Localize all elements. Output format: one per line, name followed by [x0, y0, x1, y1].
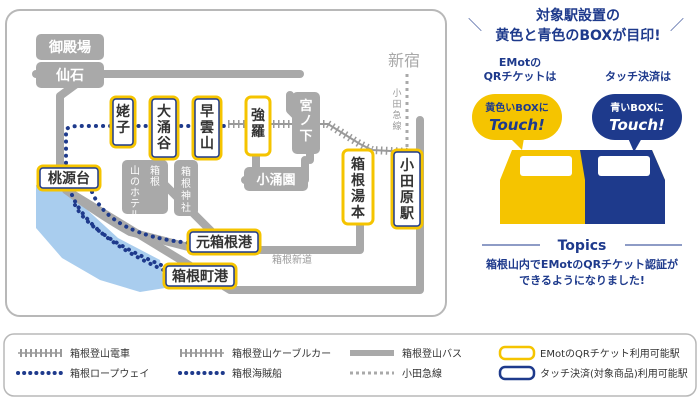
ropeway-route	[64, 124, 230, 172]
yellow-bubble-line2: Touch!	[489, 116, 545, 134]
headline-line2: 黄色と青色のBOXが目印!	[495, 27, 660, 44]
lake-ashi	[36, 185, 165, 292]
legend-label-bus: 箱根登山バス	[402, 347, 462, 360]
train-route	[228, 123, 411, 153]
emot-label-line1: EMotの	[499, 56, 541, 69]
legend-item-odakyu: 小田急線	[350, 367, 442, 380]
owakudani-label: 大涌谷	[157, 103, 172, 152]
hakonemachi-station[interactable]: 箱根町港	[162, 262, 238, 290]
togendai-label: 桃源台	[48, 170, 90, 187]
topics-title: Topics	[558, 238, 607, 254]
legend-label-ropeway: 箱根ロープウェイ	[70, 367, 149, 380]
touch-label: タッチ決済は	[605, 69, 671, 83]
legend-frame	[3, 333, 697, 397]
yellow-bubble-line1: 黄色いBOXに	[485, 101, 548, 114]
owakudani-station[interactable]: 大涌谷	[148, 95, 180, 161]
hakone-jinja-label: 箱根神社	[181, 165, 191, 214]
yellow-bubble: 黄色いBOXに Touch!	[472, 94, 562, 150]
gotemba-label: 御殿場	[48, 39, 91, 56]
gora-label: 強羅	[251, 107, 265, 140]
topics-line1: 箱根山内でEMotのQRチケット認証が	[486, 257, 678, 271]
legend-label-emot-box: EMotのQRチケット利用可能駅	[540, 347, 680, 360]
gotemba-station[interactable]: 御殿場	[36, 34, 104, 60]
odakyu-line-label: 小田急線	[392, 88, 401, 132]
headline-line1: 対象駅設置の	[535, 7, 620, 24]
headline-deco-left: ＼	[468, 18, 482, 34]
hakone-shindo-label: 箱根新道	[272, 253, 312, 266]
ubako-label: 姥子	[116, 103, 130, 136]
motohakone-label: 元箱根港	[196, 234, 253, 251]
legend-label-odakyu: 小田急線	[402, 367, 442, 380]
hakone-jinja-station[interactable]: 箱根神社	[174, 160, 198, 216]
ubako-station[interactable]: 姥子	[109, 95, 137, 149]
qr-box-illustration	[500, 150, 665, 224]
odawara-station[interactable]: 小田原駅	[390, 148, 424, 230]
shinjuku-label: 新宿	[388, 51, 420, 70]
blue-bubble-line1: 青いBOXに	[610, 101, 663, 114]
sounzan-label: 早雲山	[200, 104, 214, 152]
ship-routes	[70, 190, 192, 274]
legend-item-ship: 箱根海賊船	[178, 367, 282, 380]
blue-bubble-line2: Touch!	[609, 116, 665, 134]
legend-label-ship: 箱根海賊船	[232, 367, 282, 380]
kowakien-label: 小涌園	[256, 172, 295, 188]
togendai-station[interactable]: 桃源台	[36, 164, 102, 192]
headline-deco-right: ／	[670, 18, 684, 34]
legend-item-cable: 箱根登山ケーブルカー	[180, 347, 331, 360]
legend-label-train: 箱根登山電車	[70, 347, 130, 360]
legend-symbol-touch-box	[498, 365, 536, 381]
legend-label-touch-box: タッチ決済(対象商品)利用可能駅	[540, 367, 688, 380]
odawara-label: 小田原駅	[400, 158, 415, 222]
miyanoshita-station[interactable]: 宮ノ下	[292, 92, 320, 154]
legend-item-emot-box: EMotのQRチケット利用可能駅	[498, 345, 680, 361]
emot-label-line2: QRチケットは	[484, 70, 557, 83]
legend-symbol-emot-box	[498, 345, 536, 361]
hakonemachi-label: 箱根町港	[172, 268, 229, 285]
sengoku-station[interactable]: 仙石	[36, 62, 104, 88]
legend-symbol-cable	[180, 349, 224, 357]
yamanohotel-label-col2: 山のホテル	[130, 165, 140, 221]
yamanohotel-station[interactable]: 箱根 山のホテル	[122, 160, 168, 221]
info-panel: ＼ ／ 対象駅設置の 黄色と青色のBOXが目印! EMotの QRチケットは タ…	[468, 7, 684, 287]
motohakone-station[interactable]: 元箱根港	[186, 228, 262, 256]
hakone-yumoto-label: 箱根湯本	[351, 156, 366, 221]
yamanohotel-label-col1: 箱根	[150, 164, 160, 188]
legend-item-touch-box: タッチ決済(対象商品)利用可能駅	[498, 365, 688, 381]
sounzan-station[interactable]: 早雲山	[191, 95, 223, 161]
legend-label-cable: 箱根登山ケーブルカー	[232, 347, 331, 360]
topics-line2: できるようになりました!	[519, 274, 645, 287]
legend-symbol-train	[18, 349, 62, 357]
kowakien-station[interactable]: 小涌園	[244, 167, 308, 191]
blue-bubble: 青いBOXに Touch!	[592, 94, 682, 152]
sengoku-label: 仙石	[56, 67, 84, 84]
legend: 箱根登山電車 箱根登山ケーブルカー 箱根登山バス EMotのQRチケット利用可能駅箱根…	[3, 333, 697, 397]
route-map: 御殿場 仙石 宮ノ下 小涌園 箱根 山のホテル 箱根神社 新宿 小田急線 箱根新…	[5, 9, 447, 317]
gora-station[interactable]: 強羅	[244, 95, 272, 157]
legend-item-ropeway: 箱根ロープウェイ	[16, 367, 149, 380]
hakone-yumoto-station[interactable]: 箱根湯本	[341, 148, 375, 226]
legend-item-bus: 箱根登山バス	[350, 347, 462, 360]
miyanoshita-label: 宮ノ下	[299, 98, 312, 144]
legend-item-train: 箱根登山電車	[18, 347, 130, 360]
